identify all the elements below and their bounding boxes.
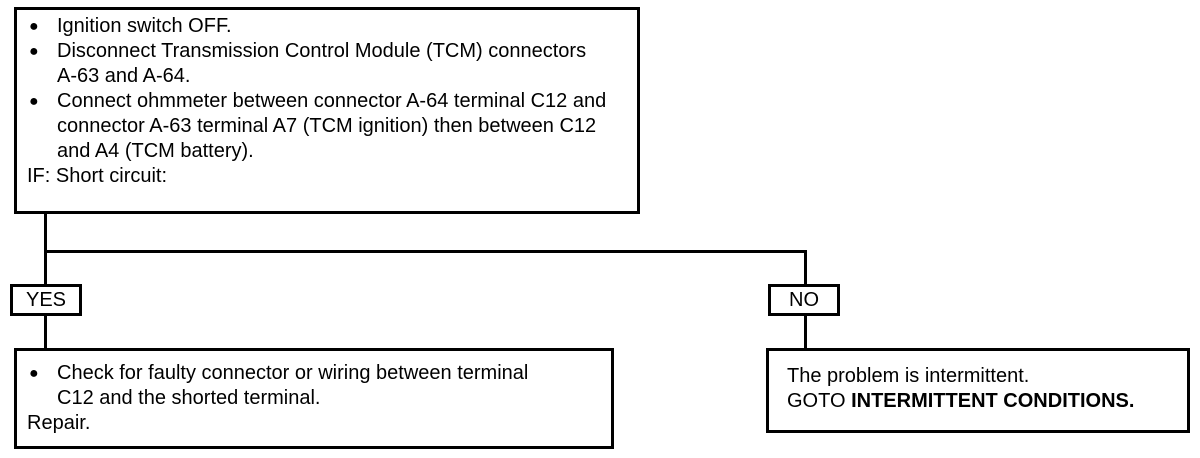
connector-vertical-top bbox=[44, 214, 47, 252]
connector-horizontal bbox=[44, 250, 807, 253]
step-text: Disconnect Transmission Control Module (… bbox=[57, 40, 587, 87]
step-item-1: ● Ignition switch OFF. bbox=[27, 14, 631, 39]
bullet-icon: ● bbox=[29, 18, 39, 35]
connector-vertical-yes bbox=[44, 250, 47, 286]
no-label: NO bbox=[768, 284, 840, 316]
connector-no-to-box bbox=[804, 314, 807, 350]
goto-prefix: GOTO bbox=[787, 390, 846, 412]
intermittent-text: The problem is intermittent. bbox=[787, 365, 1030, 387]
step-item-2: ● Disconnect Transmission Control Module… bbox=[27, 39, 587, 89]
bullet-icon: ● bbox=[29, 365, 39, 382]
connector-yes-to-box bbox=[44, 314, 47, 350]
yes-label: YES bbox=[10, 284, 82, 316]
bullet-icon: ● bbox=[29, 43, 39, 60]
step-item-3: ● Connect ohmmeter between connector A-6… bbox=[27, 89, 627, 164]
no-result-box: The problem is intermittent. GOTO INTERM… bbox=[766, 348, 1190, 433]
goto-target: INTERMITTENT CONDITIONS. bbox=[851, 390, 1135, 412]
yes-step-item: ● Check for faulty connector or wiring b… bbox=[27, 361, 547, 411]
connector-vertical-no bbox=[804, 250, 807, 286]
step-text: Ignition switch OFF. bbox=[57, 15, 232, 37]
goto-line: GOTO INTERMITTENT CONDITIONS. bbox=[787, 389, 1181, 414]
instruction-box: ● Ignition switch OFF. ● Disconnect Tran… bbox=[14, 7, 640, 214]
repair-text: Repair. bbox=[27, 412, 91, 434]
step-text: Connect ohmmeter between connector A-64 … bbox=[57, 90, 607, 162]
condition-text: IF: Short circuit: bbox=[27, 165, 168, 187]
yes-step-text: Check for faulty connector or wiring bet… bbox=[57, 362, 529, 409]
bullet-icon: ● bbox=[29, 93, 39, 110]
yes-result-box: ● Check for faulty connector or wiring b… bbox=[14, 348, 614, 449]
